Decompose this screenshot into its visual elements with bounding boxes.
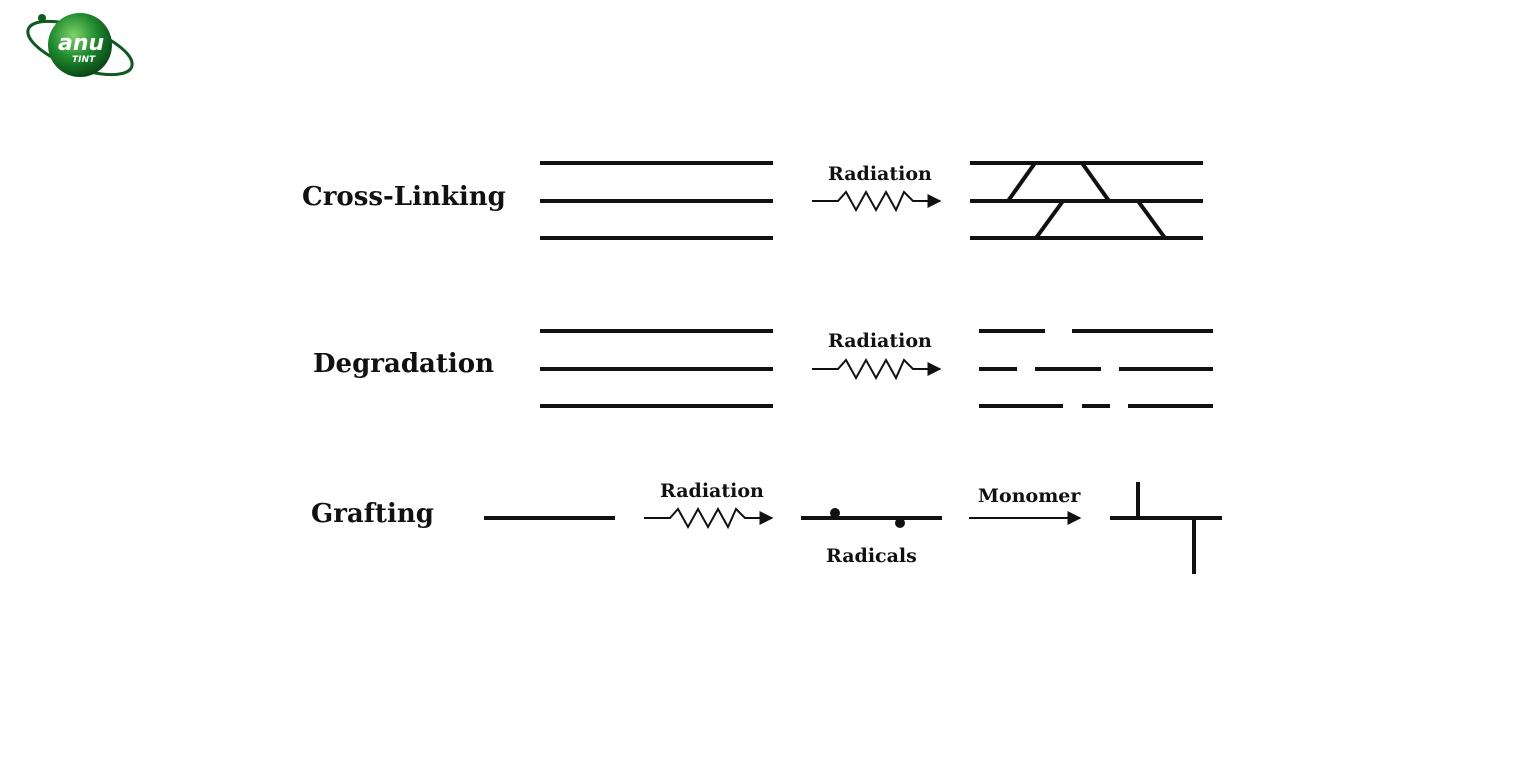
radical-dot [830,508,840,518]
radiation-arrow [644,506,774,530]
cross-link [1006,161,1037,203]
row-cross-linking: Cross-Linking Radiation [302,161,1203,240]
cross-link [1034,199,1065,240]
radiation-arrow [812,357,942,381]
radiation-arrow [812,189,942,213]
cross-link [1080,161,1111,203]
polymer-chains-input [540,329,773,408]
cross-link [1136,199,1167,240]
logo-subtext: TINT [72,55,96,65]
polymer-chains-input [540,161,773,240]
row-title-grafting: Grafting [311,499,434,529]
grafted-polymer [1110,482,1222,574]
row-grafting: Grafting Radiation Radicals Monomer [311,480,1222,574]
arrow-label-radiation: Radiation [828,330,932,352]
radical-dot [895,518,905,528]
arrow-label-radiation: Radiation [660,480,764,502]
row-degradation: Degradation Radiation [313,329,1213,408]
logo-text: anu [58,31,104,56]
row-title-degradation: Degradation [313,349,494,379]
cross-linked-network [970,161,1203,240]
anutint-logo: anu TINT [26,13,134,77]
logo-dot [38,14,46,22]
row-title-cross-linking: Cross-Linking [302,182,506,212]
chain-with-radicals [801,508,942,528]
logo-globe [48,13,112,77]
arrow-label-radiation: Radiation [828,163,932,185]
arrow-label-monomer: Monomer [978,485,1081,507]
degraded-chain-fragments [979,329,1213,408]
radicals-label: Radicals [826,545,917,567]
